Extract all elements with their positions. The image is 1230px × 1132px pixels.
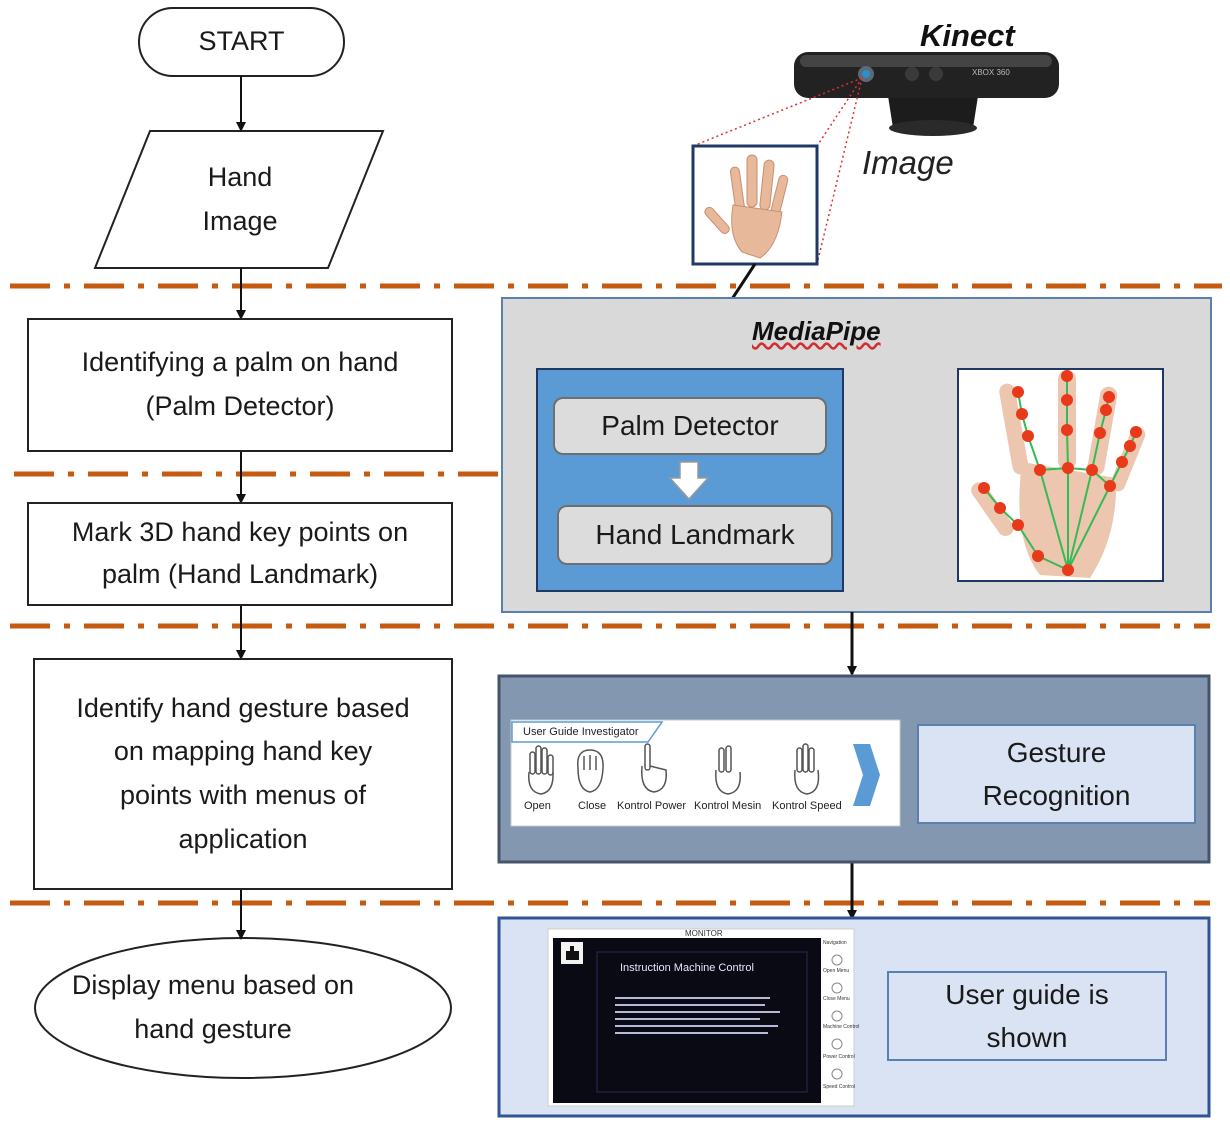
monitor-sidebar-close: Close Menu — [823, 996, 850, 1002]
image-label: Image — [862, 144, 954, 181]
monitor-instruction-lines — [615, 997, 780, 1034]
palm-step-line-2: (Palm Detector) — [145, 391, 335, 421]
monitor-content-box — [596, 951, 808, 1093]
hand-landmark-step: Mark 3D hand key points on palm (Hand La… — [27, 502, 453, 606]
hand-image-label: Hand Image — [120, 131, 360, 268]
open-hand-icon — [528, 745, 554, 795]
monitor-sidebar-speed: Speed Control — [823, 1084, 855, 1090]
gesture-recognition-line-1: Gesture — [1006, 736, 1107, 768]
kinect-device — [794, 52, 1059, 136]
display-step-line-1: Display menu based on — [71, 970, 355, 1001]
two-finger-hand-icon — [715, 745, 741, 795]
display-step-line-2: hand gesture — [134, 1014, 292, 1044]
user-guide-shown-line-2: shown — [986, 1022, 1068, 1053]
gesture-step-line-3: points with menus of — [119, 780, 367, 810]
hand-landmark-text: Hand Landmark — [595, 519, 795, 550]
monitor-sidebar-header: Navigation — [823, 940, 847, 946]
gesture-item-open: Open — [524, 800, 551, 812]
user-guide-tab — [511, 721, 664, 743]
closed-hand-icon — [577, 749, 604, 793]
gesture-item-kontrol-speed: Kontrol Speed — [772, 800, 842, 812]
next-chevron-icon — [853, 744, 880, 806]
gesture-step-line-2: on mapping hand key — [113, 736, 373, 767]
user-guide-shown-box: User guide is shown — [887, 971, 1167, 1061]
palm-step-line-1: Identifying a palm on hand — [81, 347, 399, 378]
three-finger-hand-icon — [794, 743, 820, 795]
gesture-recognition-box: Gesture Recognition — [917, 724, 1196, 824]
hollow-down-arrow — [668, 461, 710, 501]
mediapipe-label: MediaPipe — [752, 316, 881, 346]
kinect-brand-text: XBOX 360 — [972, 68, 1010, 77]
landmark-points — [978, 370, 1142, 576]
palm-detector-step: Identifying a palm on hand (Palm Detecto… — [27, 318, 453, 452]
hand-landmark-box: Hand Landmark — [557, 505, 833, 565]
gesture-identify-step: Identify hand gesture based on mapping h… — [33, 658, 453, 890]
monitor-cursor-icon — [566, 946, 579, 960]
palm-detector-text: Palm Detector — [601, 410, 779, 441]
hand-image-line-1: Hand — [207, 161, 273, 192]
monitor-screen — [553, 938, 821, 1103]
gesture-icons — [528, 743, 820, 795]
monitor-sidebar-machine: Machine Control — [823, 1024, 860, 1030]
gesture-recognition-line-2: Recognition — [982, 780, 1131, 811]
hand-photo — [704, 154, 789, 259]
monitor-sidebar-icons — [831, 954, 843, 1080]
monitor-title: Instruction Machine Control — [620, 962, 754, 974]
hand-image-line-2: Image — [202, 205, 278, 236]
hand-image-parallelogram — [93, 130, 385, 269]
kinect-label: Kinect — [920, 18, 1015, 53]
palm-detector-box: Palm Detector — [553, 397, 827, 455]
gesture-item-kontrol-power: Kontrol Power — [617, 800, 687, 812]
monitor-header: MONITOR — [685, 929, 723, 938]
pointing-hand-icon — [641, 743, 667, 793]
gesture-step-line-1: Identify hand gesture based — [76, 692, 410, 723]
user-guide-title: User Guide Investigator — [523, 726, 639, 738]
landmark-step-line-1: Mark 3D hand key points on — [71, 517, 409, 548]
gesture-item-kontrol-mesin: Kontrol Mesin — [694, 800, 762, 812]
display-menu-label: Display menu based on hand gesture — [40, 958, 386, 1058]
gesture-step-line-4: application — [178, 823, 308, 854]
start-text: START — [198, 26, 285, 57]
user-guide-shown-line-1: User guide is — [945, 978, 1109, 1010]
gesture-item-close: Close — [578, 800, 607, 812]
monitor-sidebar-power: Power Control — [823, 1054, 855, 1060]
landmark-step-line-2: palm (Hand Landmark) — [101, 559, 379, 589]
start-label: START — [139, 8, 344, 76]
monitor-sidebar-open: Open Menu — [823, 968, 850, 974]
